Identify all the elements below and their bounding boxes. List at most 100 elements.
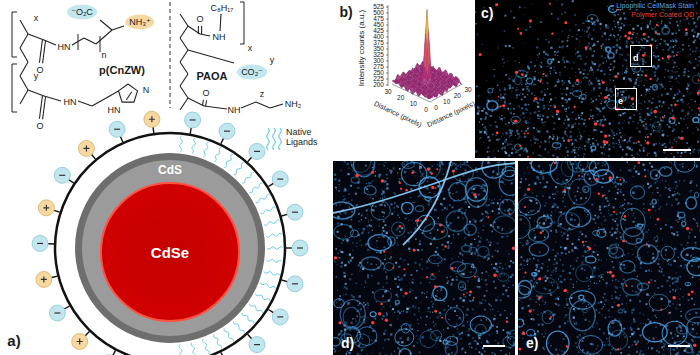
- bond-line: [202, 100, 203, 106]
- membrane-speck: [699, 110, 700, 112]
- membrane-speck: [632, 121, 634, 123]
- membrane-speck: [535, 71, 536, 72]
- polymer-bracket: [78, 34, 79, 50]
- membrane-speck: [601, 55, 603, 57]
- native-ligand: [256, 294, 270, 302]
- membrane-speck: [534, 142, 536, 144]
- membrane-speck: [585, 149, 586, 150]
- membrane-speck: [613, 20, 615, 22]
- membrane-speck: [628, 95, 630, 97]
- membrane-speck: [570, 139, 572, 141]
- membrane-speck: [619, 132, 621, 134]
- membrane-speck: [665, 43, 667, 45]
- membrane-speck: [605, 24, 607, 26]
- membrane-speck: [496, 135, 498, 137]
- membrane-speck: [492, 115, 494, 117]
- membrane-speck: [556, 139, 558, 141]
- membrane-speck: [636, 128, 637, 129]
- bond-line: [270, 104, 283, 108]
- membrane-speck: [577, 51, 579, 53]
- membrane-speck: [531, 84, 532, 85]
- membrane-speck: [563, 123, 565, 125]
- membrane-speck: [608, 144, 610, 146]
- membrane-speck: [518, 94, 520, 96]
- shell-spoke: [113, 350, 116, 355]
- membrane-speck: [682, 130, 684, 132]
- membrane-speck: [581, 82, 582, 83]
- native-ligand: [264, 220, 280, 226]
- membrane-speck: [696, 36, 698, 38]
- membrane-speck: [626, 72, 627, 73]
- membrane-speck: [605, 39, 607, 41]
- membrane-speck: [522, 112, 524, 114]
- membrane-speck: [567, 100, 569, 102]
- membrane-speck: [583, 69, 585, 71]
- polymer-bracket: [12, 12, 17, 57]
- membrane-speck: [631, 155, 632, 156]
- membrane-speck: [554, 70, 555, 71]
- membrane-speck: [501, 148, 503, 150]
- membrane-speck: [619, 129, 621, 131]
- membrane-speck: [646, 89, 648, 91]
- membrane-speck: [590, 82, 592, 84]
- membrane-speck: [645, 62, 646, 63]
- membrane-speck: [545, 121, 546, 122]
- membrane-speck: [640, 109, 641, 110]
- bond-line: [180, 14, 188, 26]
- membrane-speck: [586, 56, 587, 57]
- membrane-speck: [564, 109, 566, 111]
- tick-mark: [386, 55, 388, 56]
- membrane-speck: [609, 148, 611, 150]
- membrane-speck: [672, 143, 673, 144]
- membrane-speck: [639, 49, 641, 51]
- membrane-speck: [690, 63, 691, 64]
- membrane-speck: [607, 95, 608, 96]
- membrane-speck: [561, 46, 563, 48]
- membrane-speck: [610, 128, 612, 130]
- membrane-speck: [693, 22, 695, 24]
- charge-sign: [54, 312, 60, 313]
- membrane-speck: [599, 95, 600, 96]
- image-ground: [475, 0, 700, 158]
- polymer-bracket: [240, 2, 244, 44]
- membrane-speck: [549, 141, 550, 142]
- membrane-speck: [622, 65, 624, 67]
- membrane-speck: [545, 149, 546, 150]
- membrane-speck: [633, 142, 635, 144]
- membrane-speck: [574, 152, 576, 154]
- membrane-speck: [624, 17, 626, 19]
- membrane-speck: [675, 30, 677, 32]
- membrane-speck: [491, 107, 493, 109]
- membrane-speck: [580, 83, 581, 84]
- membrane-speck: [587, 45, 588, 46]
- membrane-speck: [548, 65, 549, 66]
- membrane-speck: [695, 58, 697, 60]
- membrane-speck: [651, 102, 653, 104]
- membrane-speck: [527, 88, 528, 89]
- membrane-speck: [510, 85, 512, 87]
- bond-line: [201, 26, 202, 34]
- native-ligand: [264, 271, 280, 275]
- membrane-speck: [479, 106, 481, 108]
- membrane-speck: [509, 87, 511, 89]
- charge-circle: [32, 235, 48, 251]
- membrane-speck: [576, 53, 577, 54]
- membrane-speck: [699, 13, 700, 15]
- bond-line: [20, 48, 28, 62]
- membrane-speck: [591, 61, 593, 63]
- membrane-speck: [688, 45, 689, 46]
- membrane-speck: [575, 139, 577, 141]
- membrane-speck: [494, 157, 496, 158]
- membrane-speck: [673, 62, 675, 64]
- membrane-speck: [639, 50, 640, 51]
- membrane-speck: [563, 140, 565, 142]
- membrane-speck: [548, 138, 549, 139]
- membrane-speck: [680, 51, 681, 52]
- membrane-speck: [554, 67, 556, 69]
- membrane-speck: [682, 49, 684, 51]
- membrane-speck: [698, 60, 700, 62]
- membrane-speck: [502, 133, 504, 135]
- membrane-speck: [690, 153, 691, 154]
- membrane-speck: [574, 156, 576, 158]
- membrane-speck: [550, 98, 552, 100]
